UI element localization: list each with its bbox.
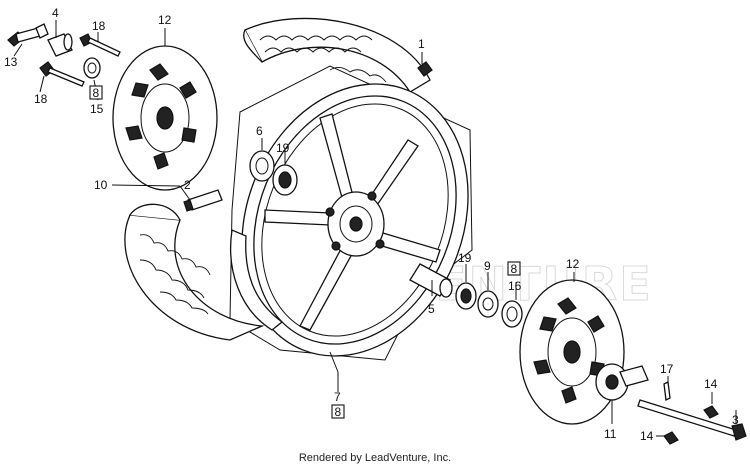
callout-5: 5	[428, 302, 435, 316]
callout-8-under-7: 8	[331, 404, 345, 419]
axle-pinch-bolt[interactable]	[7, 23, 49, 47]
callout-7: 7	[334, 390, 341, 404]
dust-seal-right[interactable]	[501, 300, 523, 328]
callout-6: 6	[256, 124, 263, 138]
callout-19-upper: 19	[276, 141, 290, 155]
callout-18-upper: 18	[92, 19, 106, 33]
rim-wheel[interactable]	[202, 50, 507, 391]
callout-16: 16	[508, 279, 522, 293]
callout-11: 11	[604, 427, 617, 441]
render-credit: Rendered by LeadVenture, Inc.	[298, 452, 452, 464]
callout-10: 10	[94, 178, 108, 192]
disc-bolt-upper[interactable]	[79, 33, 121, 57]
distance-collar[interactable]	[409, 263, 453, 298]
brake-disc-right[interactable]	[519, 279, 625, 425]
callout-14-upper: 14	[704, 377, 718, 391]
callout-12-left: 12	[158, 13, 172, 27]
axle-nut-upper[interactable]	[703, 405, 719, 419]
callout-1: 1	[418, 37, 425, 51]
callout-12-right: 12	[566, 257, 580, 271]
speedometer-gearbox[interactable]	[595, 363, 649, 401]
tire-upper-section[interactable]	[243, 17, 431, 93]
axle-nut-lower[interactable]	[663, 431, 679, 445]
tire-valve[interactable]	[183, 189, 223, 212]
tire-lower-section[interactable]	[124, 203, 284, 341]
callout-9: 9	[484, 259, 491, 273]
svg-text:8: 8	[335, 405, 342, 419]
callout-13: 13	[4, 55, 18, 69]
callout-18-lower: 18	[34, 92, 48, 106]
callout-8-near-16: 8	[507, 261, 521, 276]
svg-text:8: 8	[511, 262, 518, 276]
disc-bolt-lower[interactable]	[39, 61, 85, 87]
callout-3: 3	[732, 413, 739, 427]
side-collar[interactable]	[47, 33, 73, 57]
dust-seal-left[interactable]	[83, 57, 101, 79]
callout-17: 17	[660, 362, 674, 376]
callout-8-near-15: 8	[89, 85, 103, 100]
bearing-right[interactable]	[455, 282, 477, 310]
svg-text:8: 8	[93, 86, 100, 100]
callout-14-lower: 14	[640, 429, 654, 443]
gearbox-screw[interactable]	[663, 381, 671, 401]
balance-weight[interactable]	[417, 61, 433, 77]
brake-disc-left[interactable]	[112, 45, 218, 191]
callout-19-right: 19	[458, 251, 472, 265]
callout-4: 4	[52, 6, 59, 20]
callout-2: 2	[184, 178, 191, 192]
front-axle[interactable]	[637, 399, 747, 441]
callout-15: 15	[90, 102, 104, 116]
callout-labels: 1 2 3 4 5 6 7 9 10 11 12 12 13 14 14 15 …	[4, 6, 739, 443]
bearing-upper[interactable]	[272, 164, 298, 196]
bearing-retainer[interactable]	[477, 290, 499, 318]
dust-seal-upper[interactable]	[249, 150, 275, 182]
